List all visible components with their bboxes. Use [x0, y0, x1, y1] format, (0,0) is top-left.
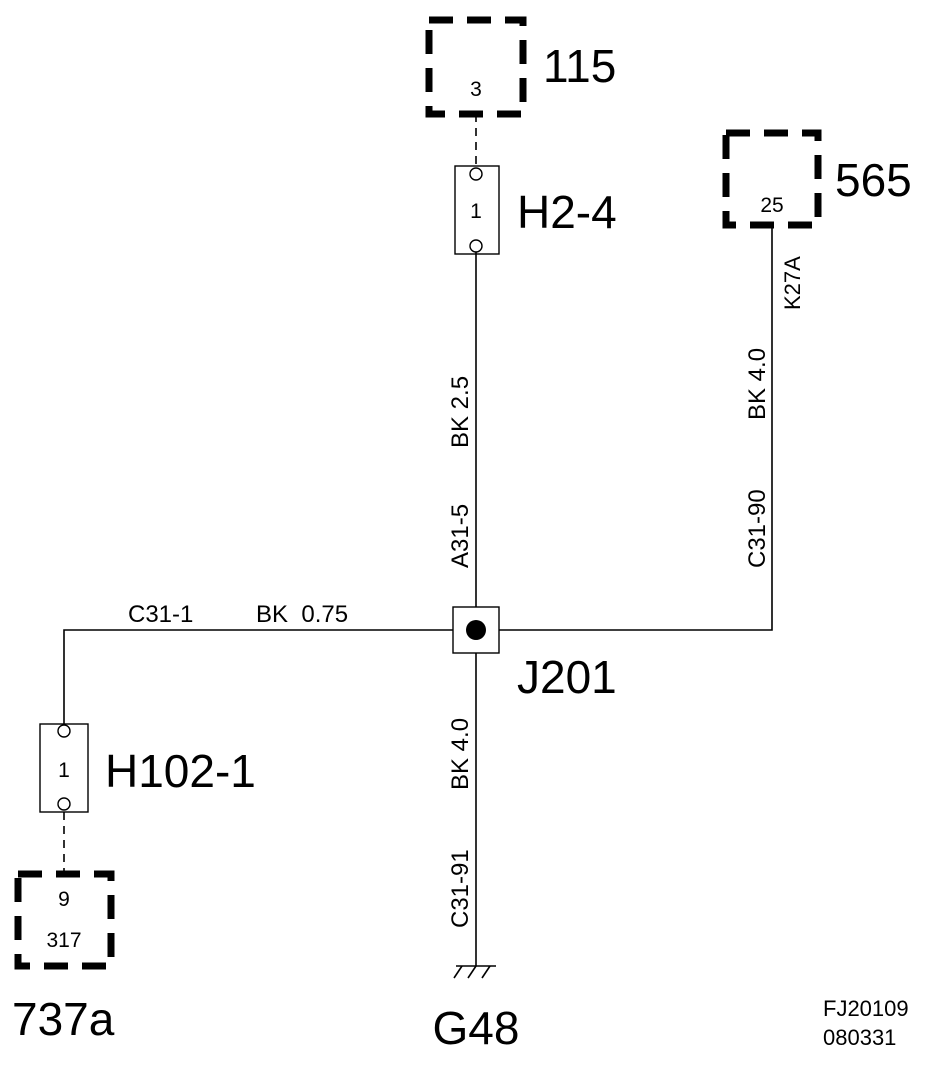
figure-code-line2: 080331	[823, 1025, 896, 1050]
component-565-pin: 25	[760, 194, 783, 217]
wire-c31-91-spec: BK 4.0	[447, 718, 474, 790]
component-317-pin: 9	[58, 888, 70, 911]
ground-g48-label: G48	[433, 1002, 520, 1054]
component-565-label: 565	[835, 154, 912, 206]
component-317-label: 317	[46, 929, 81, 952]
splice-j201-dot	[466, 620, 486, 640]
connector-h102-1: 1	[39, 723, 89, 813]
wire-c31-90-spec: BK 4.0	[744, 348, 771, 420]
component-115: 3	[425, 16, 527, 118]
wire-c31-1-spec: BK 0.75	[256, 601, 348, 628]
wire-a31-5-id: A31-5	[447, 504, 474, 568]
wire-c31-90-extra: K27A	[780, 256, 805, 310]
splice-j201-label: J201	[517, 651, 617, 703]
connector-h102-1-top-pin	[57, 724, 71, 738]
connector-h2-4-pin: 1	[470, 200, 482, 223]
splice-j201	[452, 606, 500, 654]
connector-h2-4-label: H2-4	[517, 186, 617, 238]
connector-h2-4-bottom-pin	[469, 239, 483, 253]
connector-h2-4-top-pin	[469, 167, 483, 181]
wire-c31-90-id: C31-90	[744, 489, 771, 568]
wire-c31-91-id: C31-91	[447, 849, 474, 928]
wire-c31-90	[499, 225, 773, 631]
component-115-label: 115	[543, 40, 616, 92]
connector-h102-1-label: H102-1	[105, 745, 256, 797]
wire-c31-1	[63, 629, 453, 724]
component-565: 25	[722, 129, 822, 229]
component-317: 9 317	[14, 870, 115, 970]
connector-h2-4: 1	[454, 165, 500, 255]
component-115-pin: 3	[470, 78, 482, 101]
group-737a-label: 737a	[12, 993, 115, 1045]
connector-h102-1-pin: 1	[58, 759, 70, 782]
figure-code-line1: FJ20109	[823, 996, 909, 1021]
ground-icon	[453, 965, 496, 979]
connector-h102-1-bottom-pin	[57, 797, 71, 811]
wire-c31-1-id: C31-1	[128, 601, 193, 628]
wire-a31-5-spec: BK 2.5	[447, 376, 474, 448]
